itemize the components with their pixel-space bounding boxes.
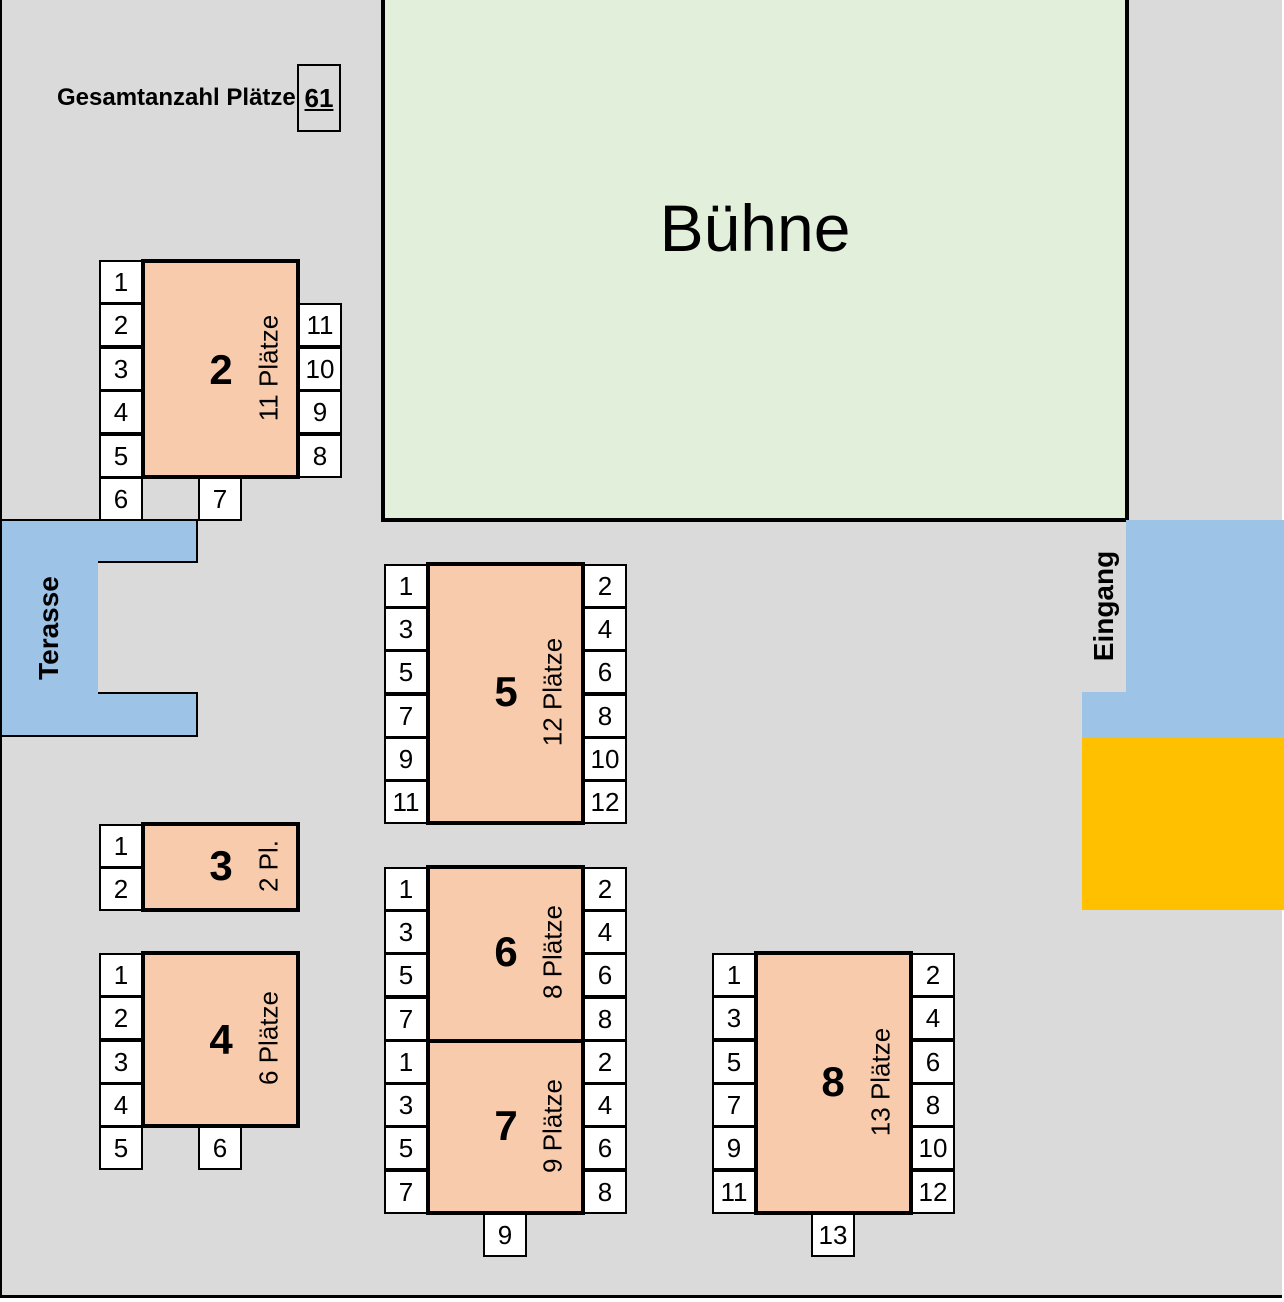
seat-8-12[interactable]: 12 (911, 1170, 955, 1214)
seat-8-10[interactable]: 10 (911, 1126, 955, 1170)
table-7[interactable] (426, 1039, 585, 1215)
stage-label: Bühne (659, 191, 851, 265)
table-2-capacity: 11 Plätze (253, 314, 284, 422)
table-7-number: 7 (494, 1102, 518, 1149)
table-3[interactable] (141, 822, 300, 912)
seat-2-11[interactable]: 11 (298, 303, 342, 347)
seat-3-1[interactable]: 1 (99, 824, 143, 868)
table-4-capacity: 6 Plätze (253, 991, 284, 1085)
terrace-label: Terasse (33, 576, 64, 680)
table-2-number: 2 (209, 346, 233, 393)
seat-8-2[interactable]: 2 (911, 953, 955, 997)
seat-8-3[interactable]: 3 (712, 996, 756, 1040)
table-6[interactable] (426, 865, 585, 1043)
seat-4-2[interactable]: 2 (99, 996, 143, 1040)
seat-7-6[interactable]: 6 (583, 1126, 627, 1170)
seat-5-10[interactable]: 10 (583, 737, 627, 781)
seat-5-4[interactable]: 4 (583, 607, 627, 651)
total-seats-value: 61 (304, 82, 334, 113)
terrace-outline-bottom (2, 735, 198, 737)
seat-5-12[interactable]: 12 (583, 780, 627, 824)
seat-7-3[interactable]: 3 (384, 1083, 428, 1127)
seat-2-9[interactable]: 9 (298, 390, 342, 434)
table-5-number: 5 (494, 668, 518, 715)
seat-8-4[interactable]: 4 (911, 996, 955, 1040)
seat-7-5[interactable]: 5 (384, 1126, 428, 1170)
table-4-number: 4 (209, 1016, 233, 1063)
seat-5-3[interactable]: 3 (384, 607, 428, 651)
seat-6-5[interactable]: 5 (384, 953, 428, 997)
table-3-capacity: 2 Pl. (253, 839, 284, 893)
seat-2-3[interactable]: 3 (99, 347, 143, 391)
seat-6-6[interactable]: 6 (583, 953, 627, 997)
seat-5-5[interactable]: 5 (384, 650, 428, 694)
seat-6-3[interactable]: 3 (384, 910, 428, 954)
seat-2-4[interactable]: 4 (99, 390, 143, 434)
seat-8-8[interactable]: 8 (911, 1083, 955, 1127)
terrace-arm-bottom (98, 692, 198, 736)
seat-8-5[interactable]: 5 (712, 1040, 756, 1084)
seat-4-1[interactable]: 1 (99, 953, 143, 997)
seat-8-1[interactable]: 1 (712, 953, 756, 997)
table-6-capacity: 8 Plätze (537, 905, 568, 999)
seat-8-13[interactable]: 13 (811, 1213, 855, 1257)
seat-7-9[interactable]: 9 (483, 1213, 527, 1257)
seat-7-4[interactable]: 4 (583, 1083, 627, 1127)
seat-6-7[interactable]: 7 (384, 997, 428, 1041)
seat-2-1[interactable]: 1 (99, 260, 143, 304)
seat-2-8[interactable]: 8 (298, 434, 342, 478)
seat-7-8[interactable]: 8 (583, 1170, 627, 1214)
yellow-area (1082, 738, 1284, 910)
entrance-label: Eingang (1088, 550, 1119, 662)
seat-2-10[interactable]: 10 (298, 347, 342, 391)
seat-5-9[interactable]: 9 (384, 737, 428, 781)
table-7-capacity: 9 Plätze (537, 1079, 568, 1173)
total-seats-label: Gesamtanzahl Plätze: (57, 84, 304, 111)
seat-2-5[interactable]: 5 (99, 434, 143, 478)
total-seats-box: 61 (297, 64, 341, 132)
terrace-area (2, 520, 98, 736)
seat-3-2[interactable]: 2 (99, 867, 143, 911)
seat-7-7[interactable]: 7 (384, 1170, 428, 1214)
seat-2-7[interactable]: 7 (198, 477, 242, 521)
table-5-capacity: 12 Plätze (537, 637, 568, 747)
seat-8-6[interactable]: 6 (911, 1040, 955, 1084)
seat-6-2[interactable]: 2 (583, 867, 627, 911)
seat-7-2[interactable]: 2 (583, 1040, 627, 1084)
seat-4-6[interactable]: 6 (198, 1126, 242, 1170)
table-8[interactable] (754, 951, 913, 1215)
seat-5-8[interactable]: 8 (583, 694, 627, 738)
seat-4-5[interactable]: 5 (99, 1126, 143, 1170)
terrace-arm-top (98, 520, 198, 563)
seat-2-2[interactable]: 2 (99, 303, 143, 347)
seat-8-11[interactable]: 11 (712, 1170, 756, 1214)
seat-5-7[interactable]: 7 (384, 694, 428, 738)
seat-4-4[interactable]: 4 (99, 1083, 143, 1127)
seat-5-2[interactable]: 2 (583, 564, 627, 608)
entrance-area-lower (1082, 692, 1284, 738)
seat-6-1[interactable]: 1 (384, 867, 428, 911)
table-4[interactable] (141, 951, 300, 1128)
table-8-number: 8 (821, 1058, 845, 1105)
seat-6-4[interactable]: 4 (583, 910, 627, 954)
seat-8-7[interactable]: 7 (712, 1083, 756, 1127)
table-6-number: 6 (494, 928, 518, 975)
seat-5-6[interactable]: 6 (583, 650, 627, 694)
seat-5-1[interactable]: 1 (384, 564, 428, 608)
seat-7-1[interactable]: 1 (384, 1040, 428, 1084)
table-8-capacity: 13 Plätze (865, 1027, 896, 1137)
seat-8-9[interactable]: 9 (712, 1126, 756, 1170)
seat-6-8[interactable]: 8 (583, 997, 627, 1041)
seat-5-11[interactable]: 11 (384, 780, 428, 824)
stage-area: Bühne (381, 0, 1129, 522)
table-3-number: 3 (209, 842, 233, 889)
seat-2-6[interactable]: 6 (99, 477, 143, 521)
seat-4-3[interactable]: 3 (99, 1040, 143, 1084)
